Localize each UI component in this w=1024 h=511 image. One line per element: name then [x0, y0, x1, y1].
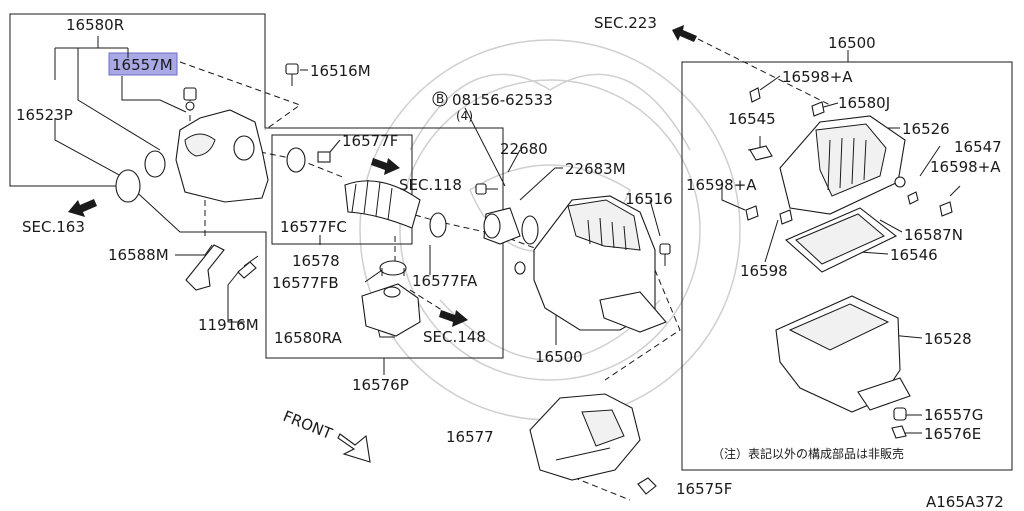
label-front: FRONT: [281, 407, 336, 443]
label-sec163[interactable]: SEC.163: [22, 218, 85, 236]
bolt-16516[interactable]: [659, 243, 671, 266]
frame-16577FC: [271, 134, 413, 245]
label-16577FA[interactable]: 16577FA: [412, 272, 478, 290]
label-16545[interactable]: [749, 145, 773, 161]
clip-16598A[interactable]: [749, 87, 761, 103]
label-bolt-code[interactable]: 08156-62533: [452, 91, 553, 109]
filter-element-16546[interactable]: [784, 207, 898, 273]
clamp-16577FB[interactable]: [379, 260, 407, 276]
clamp-16577FA[interactable]: [429, 212, 447, 238]
grommet-16557G[interactable]: [893, 407, 907, 421]
frame-16580R: [9, 13, 504, 359]
label-16578[interactable]: 16578: [292, 252, 340, 270]
clip-16580J[interactable]: [811, 101, 825, 117]
frame-16500: [681, 61, 1013, 471]
label-16576E[interactable]: 16576E: [924, 425, 981, 443]
sec-arrows: [68, 25, 697, 327]
front-arrow: [337, 433, 371, 463]
grommet-16557M[interactable]: [183, 87, 197, 111]
label-16598[interactable]: 16598: [740, 262, 788, 280]
label-11916M[interactable]: 11916M: [198, 316, 259, 334]
label-16546[interactable]: 16546: [890, 246, 938, 264]
air-duct-16580R[interactable]: [175, 109, 269, 203]
label-16526[interactable]: 16526: [902, 120, 950, 138]
bolt-11916M[interactable]: [237, 255, 259, 279]
center-assembly-group: [68, 25, 831, 501]
clips-16598A-side[interactable]: [745, 201, 953, 225]
label-bolt-circle: B: [436, 92, 444, 106]
label-16557G[interactable]: 16557G: [924, 406, 983, 424]
label-16577F[interactable]: 16577F: [342, 132, 398, 150]
bolt-16516M[interactable]: [285, 63, 299, 86]
bolt-08156-62533[interactable]: [475, 183, 498, 195]
label-sec223[interactable]: SEC.223: [594, 14, 657, 32]
label-16547[interactable]: 16547: [954, 138, 1002, 156]
label-16577FB[interactable]: 16577FB: [272, 274, 339, 292]
upper-cover-16526[interactable]: [779, 115, 906, 215]
label-22683M[interactable]: 22683M: [565, 160, 626, 178]
right-box-16500: [681, 50, 1013, 471]
label-16577[interactable]: 16577: [446, 428, 494, 446]
bracket-16588M[interactable]: [185, 244, 225, 291]
grommet-16547[interactable]: [894, 176, 906, 188]
resonator-16580RA[interactable]: [361, 283, 421, 337]
label-22680[interactable]: 22680: [500, 140, 548, 158]
label-16523P[interactable]: 16523P: [16, 106, 73, 124]
label-16580RA[interactable]: 16580RA: [274, 329, 343, 347]
label-16516M[interactable]: 16516M: [310, 62, 371, 80]
part-labels: 16580R 16557M 16516M 16523P SEC.163 1658…: [16, 14, 1004, 511]
maf-sensor-22680[interactable]: [483, 207, 521, 245]
highlight-box-16557M: [108, 52, 178, 76]
bolt-circle-marker: [432, 91, 448, 107]
label-16500-main[interactable]: 16500: [535, 348, 583, 366]
bolt-16587N[interactable]: [907, 191, 919, 205]
label-bolt-qty: (4): [456, 109, 473, 123]
label-16587N[interactable]: 16587N: [904, 226, 963, 244]
label-16598A-top[interactable]: 16598+A: [782, 68, 853, 86]
label-16577FC[interactable]: 16577FC: [280, 218, 347, 236]
drawing-id: A165A372: [926, 493, 1004, 511]
label-16575F[interactable]: 16575F: [676, 480, 732, 498]
label-16580R: 16580R: [66, 16, 124, 34]
label-16576P[interactable]: 16576P: [352, 376, 409, 394]
clip-16576E[interactable]: [891, 425, 907, 439]
grommet-hose[interactable]: [514, 261, 526, 275]
clamp-16523P[interactable]: [115, 150, 166, 203]
lower-case-16528[interactable]: [775, 295, 911, 413]
label-sec118[interactable]: SEC.118: [399, 176, 462, 194]
label-16545[interactable]: 16545: [728, 110, 776, 128]
left-assembly-group: [9, 13, 504, 375]
label-16516[interactable]: 16516: [625, 190, 673, 208]
label-16598A-right[interactable]: 16598+A: [930, 158, 1001, 176]
label-16588M[interactable]: 16588M: [108, 246, 169, 264]
label-16598A-left[interactable]: 16598+A: [686, 176, 757, 194]
duct-16577[interactable]: [529, 393, 641, 481]
clamp-16577F[interactable]: [286, 147, 331, 173]
label-16500-box[interactable]: 16500: [828, 34, 876, 52]
hose-16578[interactable]: [344, 179, 421, 229]
air-cleaner-assy-16500[interactable]: [533, 195, 667, 333]
label-16580J[interactable]: 16580J: [838, 94, 890, 112]
seal-22683M[interactable]: [521, 215, 539, 245]
label-16528[interactable]: 16528: [924, 330, 972, 348]
label-sec148[interactable]: SEC.148: [423, 328, 486, 346]
label-16557M[interactable]: 16557M: [112, 56, 173, 74]
clip-16575F[interactable]: [637, 477, 657, 495]
note-not-sold: （注）表記以外の構成部品は非販売: [712, 446, 904, 461]
